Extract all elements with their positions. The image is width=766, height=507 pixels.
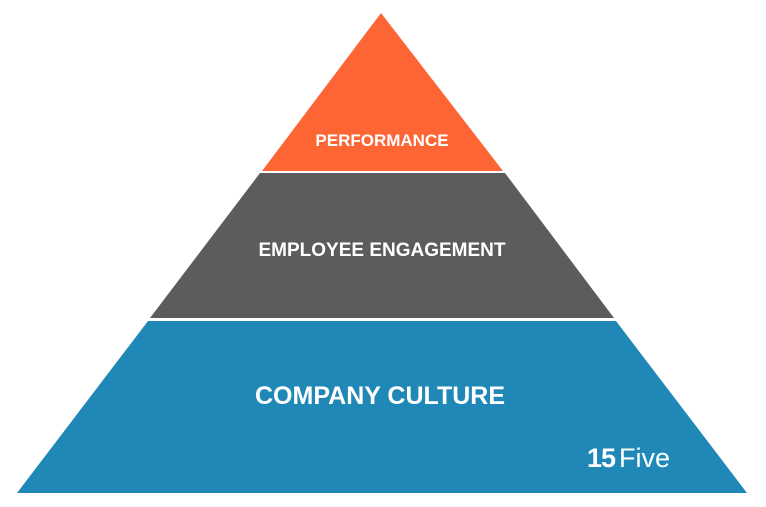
pyramid-level-employee-engagement <box>150 173 614 318</box>
logo-word: Five <box>619 443 670 473</box>
performance-label: PERFORMANCE <box>315 131 448 150</box>
pyramid-level-performance <box>262 13 503 171</box>
employee-engagement-label: EMPLOYEE ENGAGEMENT <box>258 240 505 261</box>
logo-number: 15 <box>587 443 616 473</box>
company-culture-label: COMPANY CULTURE <box>255 382 505 410</box>
pyramid-level-company-culture <box>17 321 747 493</box>
15five-logo: 15 Five <box>587 443 670 473</box>
